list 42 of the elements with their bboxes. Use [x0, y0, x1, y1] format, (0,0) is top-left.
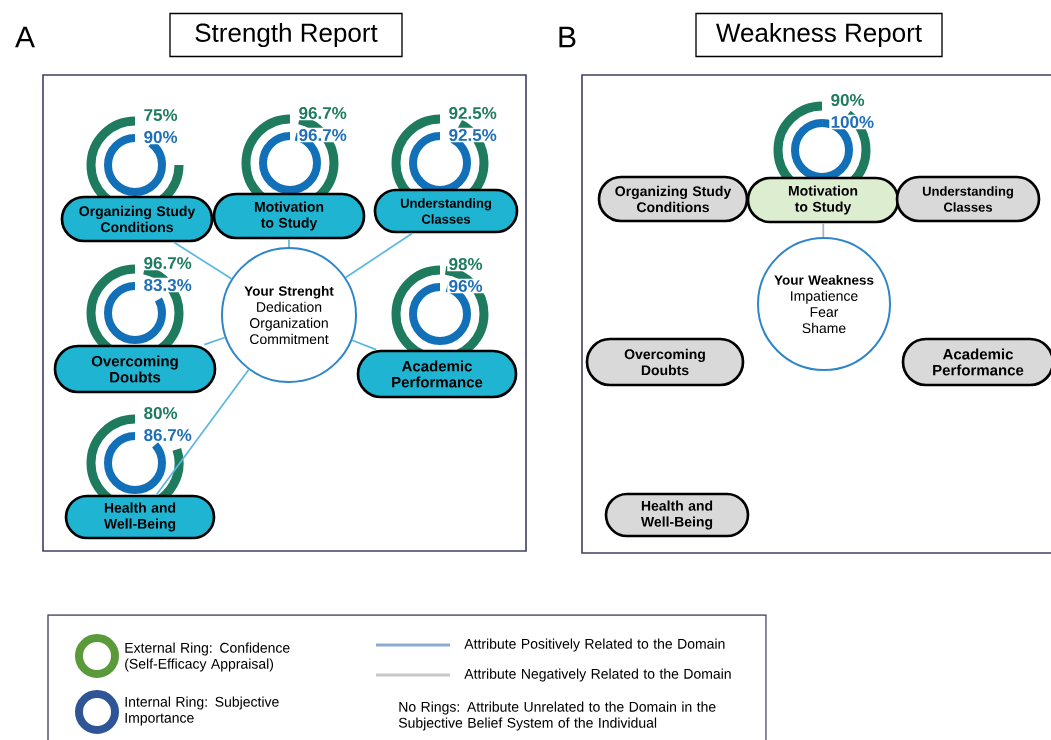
domain-box: Organizing Study Conditions	[597, 175, 749, 223]
domain-box: Motivation to Study	[212, 192, 366, 240]
connector-line	[822, 222, 825, 238]
legend-label: External Ring: Confidence (Self-Efficacy Appraisal)	[125, 642, 290, 672]
panel-letter: A	[15, 26, 35, 48]
percent-label: 90%	[829, 92, 866, 108]
note-text: No Rings: Attribute Unrelated to the Domain in the Subjective Belief System of the Individual	[398, 701, 716, 731]
domain-box: Health and Well-Being	[604, 492, 750, 538]
percent-label: 83.3%	[142, 277, 194, 293]
legend-label: Internal Ring: Subjective Importance	[125, 696, 279, 726]
domain-box: Overcoming Doubts	[53, 344, 217, 394]
percent-label: 96%	[447, 278, 484, 294]
connector-line	[203, 336, 226, 346]
panel-letter: B	[559, 26, 576, 48]
percent-label: 96.7%	[297, 105, 349, 121]
legend-label: Attribute Positively Related to the Domain	[464, 638, 725, 652]
domain-box: Organizing Study Conditions	[60, 195, 214, 243]
domain-box: Academic Performance	[901, 337, 1051, 387]
domain-box: Motivation to Study	[746, 176, 900, 224]
connector-line	[351, 339, 377, 351]
connector-line	[155, 368, 250, 496]
connector-line	[288, 238, 290, 248]
percent-label: 96.7%	[297, 127, 349, 143]
percent-label: 90%	[142, 129, 179, 145]
title-box: Weakness Report	[695, 12, 943, 58]
percent-label: 92.5%	[447, 105, 499, 121]
domain-box: Health and Well-Being	[64, 494, 216, 540]
domain-box: Understanding Classes	[895, 175, 1041, 223]
legend-label: Attribute Negatively Related to the Domain	[464, 668, 731, 682]
percent-label: 75%	[142, 107, 179, 123]
percent-label: 92.5%	[447, 127, 499, 143]
domain-box: Academic Performance	[356, 349, 518, 399]
domain-box: Overcoming Doubts	[585, 337, 745, 387]
connector-line	[173, 241, 233, 280]
title-box: Strength Report	[169, 12, 403, 58]
percent-label: 86.7%	[142, 427, 194, 443]
percent-label: 100%	[829, 114, 876, 130]
connector-line	[344, 232, 414, 279]
percent-label: 96.7%	[142, 255, 194, 271]
percent-label: 80%	[142, 405, 179, 421]
percent-label: 98%	[447, 256, 484, 272]
domain-box: Understanding Classes	[373, 188, 519, 234]
